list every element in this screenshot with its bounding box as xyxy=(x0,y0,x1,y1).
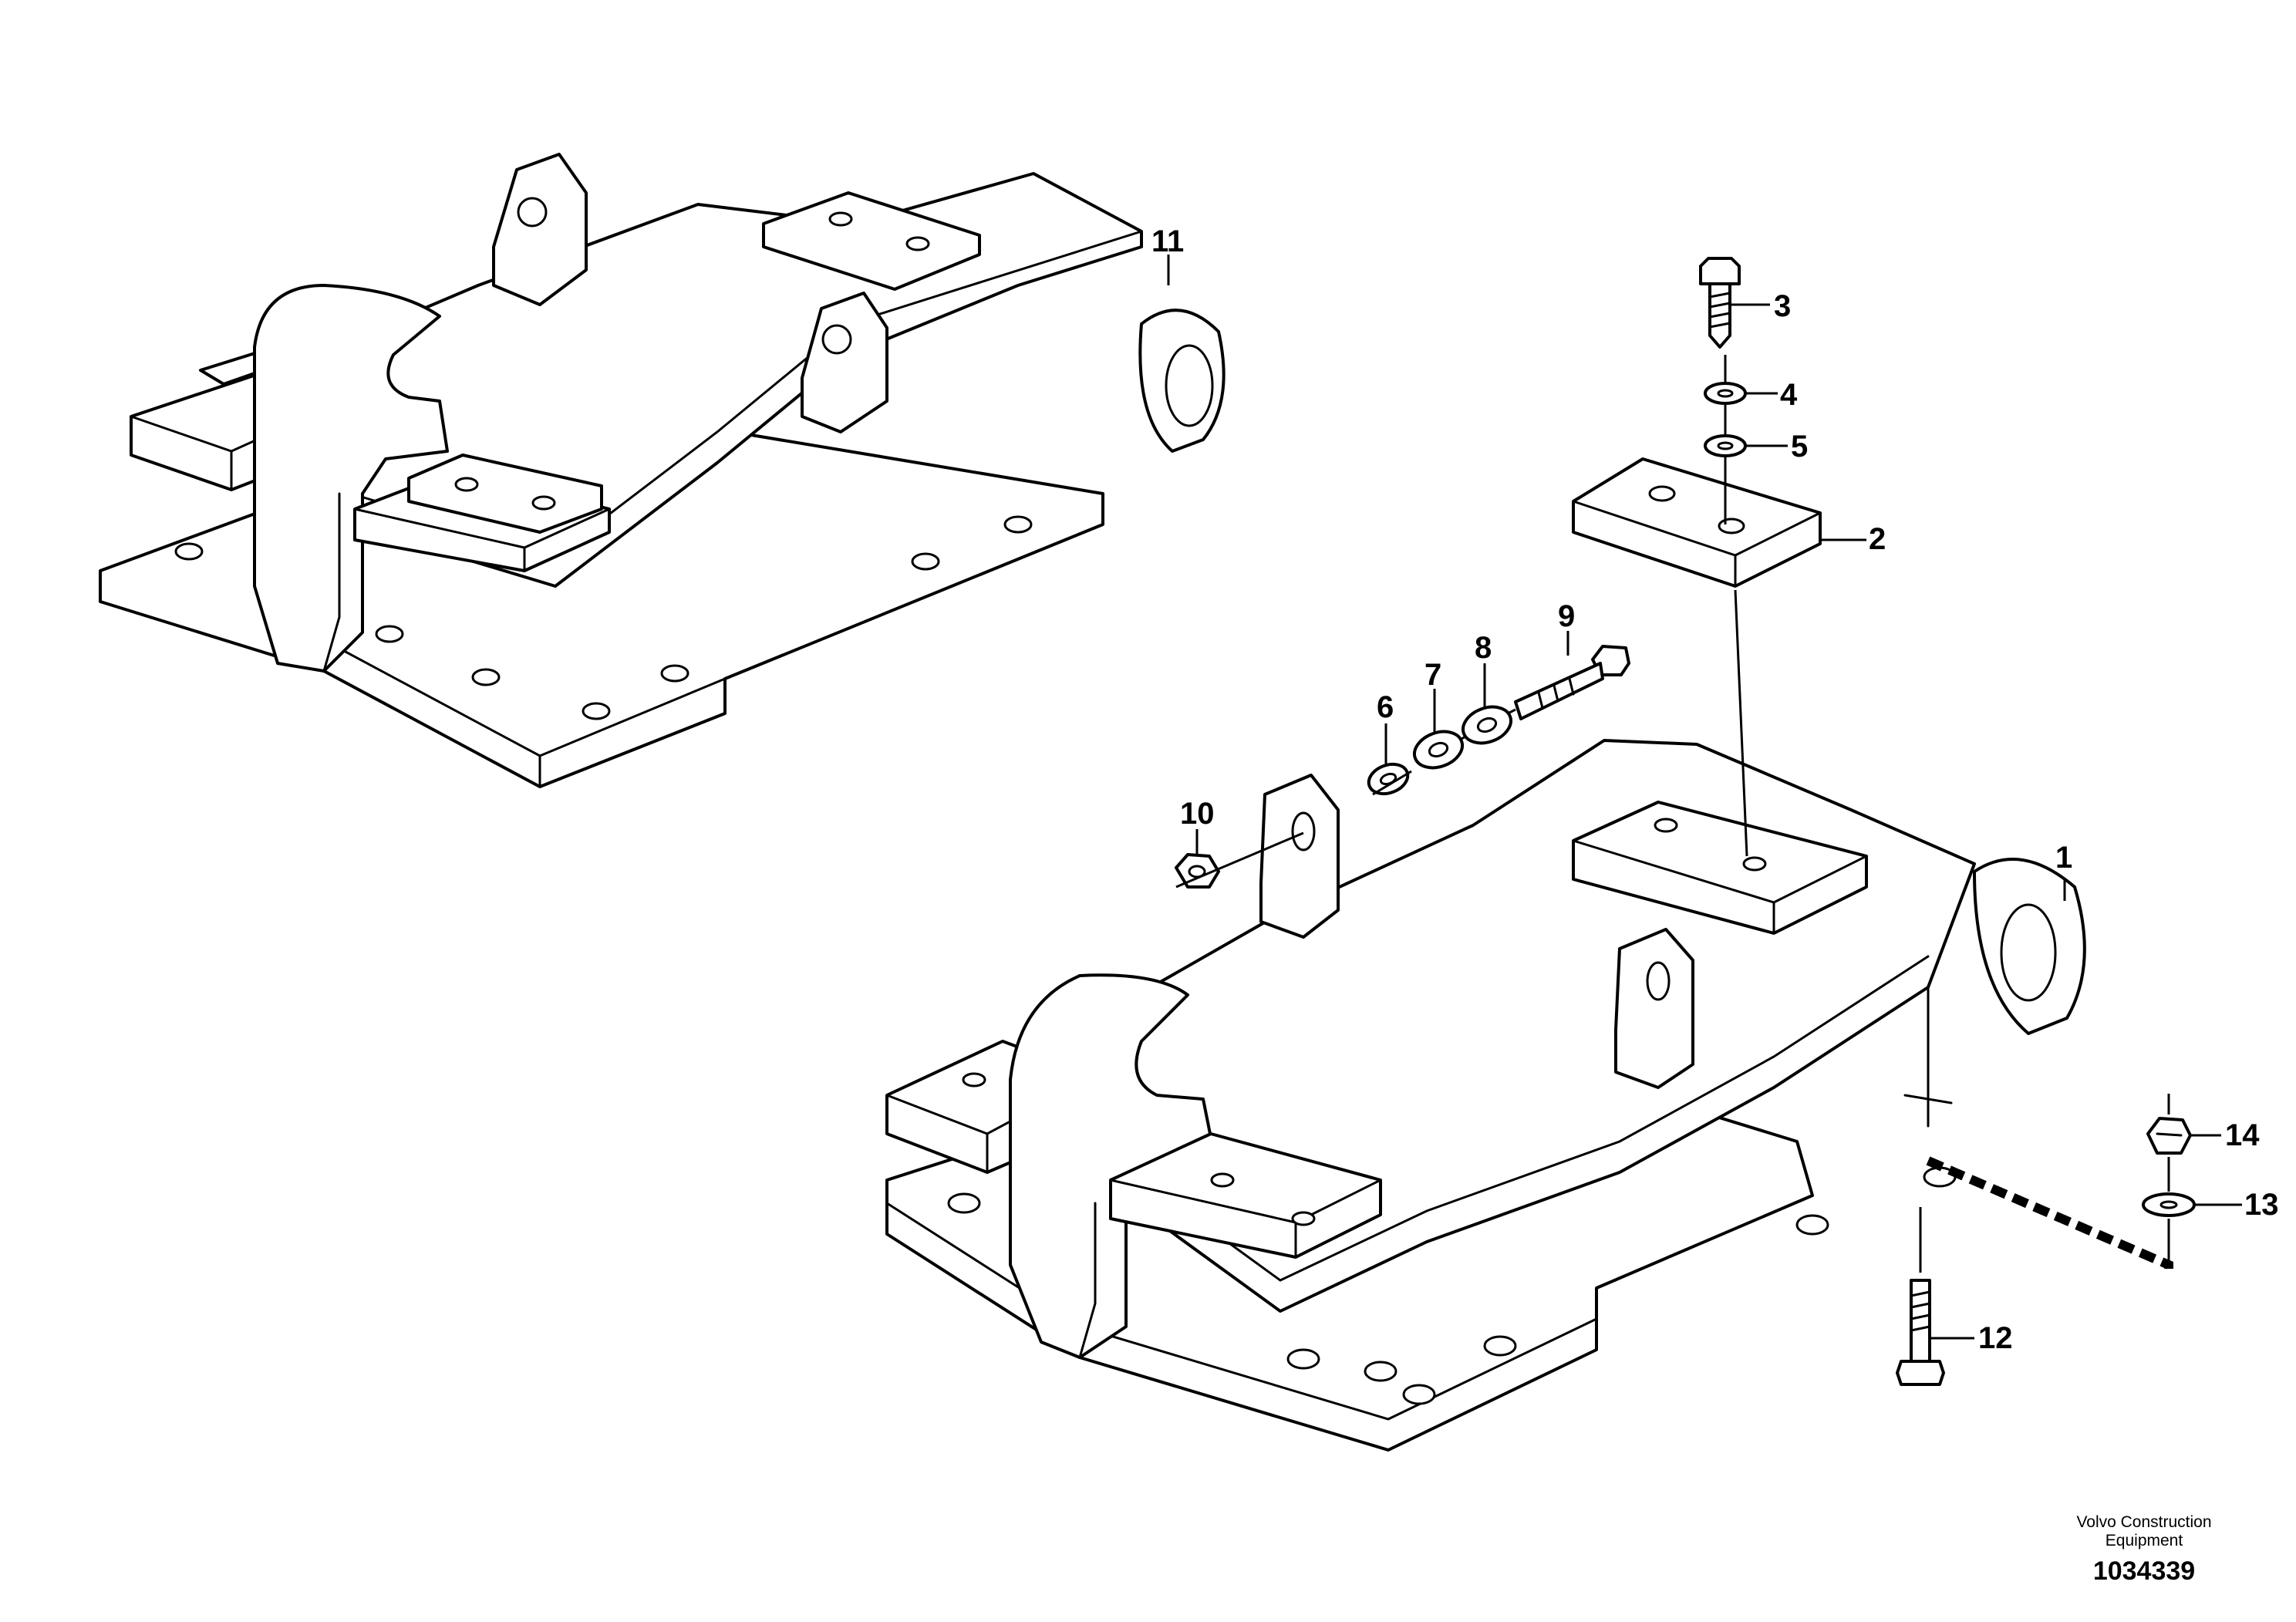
wear-pad-2 xyxy=(1572,457,1822,588)
lower-left-lug xyxy=(1259,774,1340,939)
document-number: 1034339 xyxy=(2093,1556,2195,1586)
callout-13: 13 xyxy=(2244,1188,2279,1222)
upper-front-hook xyxy=(253,284,449,673)
upper-left-lug xyxy=(492,153,588,306)
bolt-3 xyxy=(1699,257,1741,349)
brand-line-1: Volvo Construction xyxy=(2076,1513,2211,1531)
nut-14 xyxy=(2146,1117,2192,1155)
exploded-quick-coupler xyxy=(885,739,2086,1452)
bolt-12 xyxy=(1896,1279,1945,1386)
callout-7: 7 xyxy=(1424,658,1441,692)
callout-14: 14 xyxy=(2225,1118,2260,1152)
callout-1: 1 xyxy=(2055,841,2072,875)
callout-2: 2 xyxy=(1869,522,1886,556)
callout-4: 4 xyxy=(1780,378,1798,412)
bolt-9 xyxy=(1514,645,1630,720)
callout-12: 12 xyxy=(1978,1321,2013,1355)
callout-5: 5 xyxy=(1791,430,1808,464)
callout-3: 3 xyxy=(1774,289,1791,323)
callout-8: 8 xyxy=(1475,631,1492,665)
lower-rear-pad xyxy=(1572,801,1868,935)
callout-6: 6 xyxy=(1377,690,1394,724)
dashed-fastener-path xyxy=(1926,1156,2173,1270)
lower-front-pad xyxy=(1109,1132,1382,1259)
upper-right-lug xyxy=(801,292,888,433)
callout-9: 9 xyxy=(1558,599,1575,633)
assembled-quick-coupler xyxy=(99,153,1226,788)
upper-rear-pad xyxy=(762,191,981,291)
callout-11: 11 xyxy=(1151,224,1184,258)
lower-right-lug xyxy=(1614,928,1694,1089)
callout-10: 10 xyxy=(1180,797,1215,831)
lower-front-hook xyxy=(1009,973,1216,1359)
brand-line-2: Equipment xyxy=(2106,1532,2183,1549)
